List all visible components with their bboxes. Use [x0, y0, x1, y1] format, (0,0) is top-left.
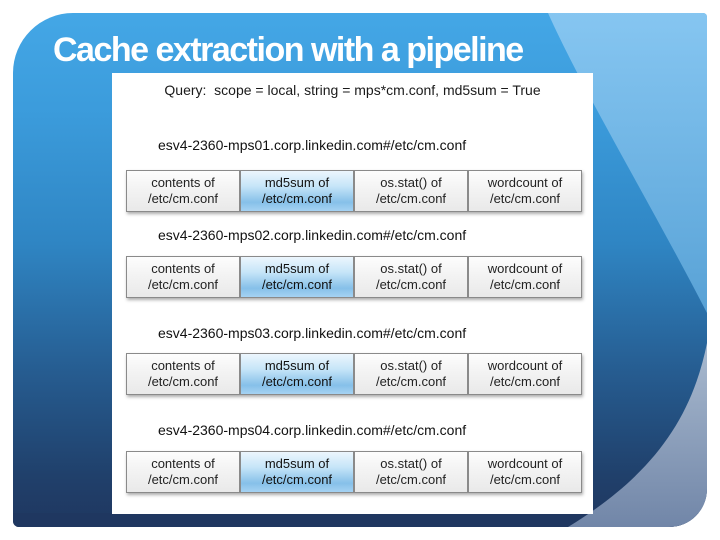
task-box-osstat: os.stat() of /etc/cm.conf [354, 256, 468, 298]
task-box-wordcount: wordcount of /etc/cm.conf [468, 353, 582, 395]
task-line2: /etc/cm.conf [147, 277, 219, 292]
task-line1: os.stat() of [380, 358, 442, 373]
task-line1: contents of [151, 456, 215, 471]
task-line1: os.stat() of [380, 175, 442, 190]
task-box-osstat: os.stat() of /etc/cm.conf [354, 353, 468, 395]
task-line2: /etc/cm.conf [375, 277, 447, 292]
task-line2: /etc/cm.conf [375, 374, 447, 389]
task-box-contents: contents of /etc/cm.conf [126, 451, 240, 493]
task-line2: /etc/cm.conf [147, 191, 219, 206]
task-line1: md5sum of [264, 358, 330, 373]
host-label-mps03: esv4-2360-mps03.corp.linkedin.com#/etc/c… [158, 325, 467, 341]
task-strip-mps01: contents of /etc/cm.conf md5sum of /etc/… [126, 170, 582, 212]
task-line1: wordcount of [487, 456, 563, 471]
task-line2: /etc/cm.conf [375, 472, 447, 487]
bottom-navy-band [13, 513, 707, 527]
slide-title: Cache extraction with a pipeline [53, 31, 524, 69]
task-box-md5sum-highlighted: md5sum of /etc/cm.conf [240, 256, 354, 298]
host-label-mps04: esv4-2360-mps04.corp.linkedin.com#/etc/c… [158, 422, 467, 438]
task-line2: /etc/cm.conf [489, 374, 561, 389]
task-strip-mps02: contents of /etc/cm.conf md5sum of /etc/… [126, 256, 582, 298]
task-line2: /etc/cm.conf [261, 191, 333, 206]
task-line1: md5sum of [264, 261, 330, 276]
task-box-md5sum-highlighted: md5sum of /etc/cm.conf [240, 353, 354, 395]
task-strip-mps03: contents of /etc/cm.conf md5sum of /etc/… [126, 353, 582, 395]
task-box-osstat: os.stat() of /etc/cm.conf [354, 170, 468, 212]
task-line1: wordcount of [487, 261, 563, 276]
task-line2: /etc/cm.conf [261, 277, 333, 292]
task-line2: /etc/cm.conf [375, 191, 447, 206]
query-text: Query: scope = local, string = mps*cm.co… [164, 82, 541, 98]
task-line1: wordcount of [487, 175, 563, 190]
host-label-mps01: esv4-2360-mps01.corp.linkedin.com#/etc/c… [158, 137, 467, 153]
task-line2: /etc/cm.conf [261, 472, 333, 487]
task-box-osstat: os.stat() of /etc/cm.conf [354, 451, 468, 493]
task-box-contents: contents of /etc/cm.conf [126, 170, 240, 212]
task-line2: /etc/cm.conf [489, 472, 561, 487]
task-line2: /etc/cm.conf [261, 374, 333, 389]
task-line2: /etc/cm.conf [489, 191, 561, 206]
task-line2: /etc/cm.conf [147, 374, 219, 389]
task-line1: wordcount of [487, 358, 563, 373]
slide-background: Cache extraction with a pipeline Query: … [13, 13, 707, 527]
task-box-contents: contents of /etc/cm.conf [126, 353, 240, 395]
task-line2: /etc/cm.conf [147, 472, 219, 487]
task-box-wordcount: wordcount of /etc/cm.conf [468, 256, 582, 298]
task-strip-mps04: contents of /etc/cm.conf md5sum of /etc/… [126, 451, 582, 493]
task-line1: md5sum of [264, 175, 330, 190]
task-box-wordcount: wordcount of /etc/cm.conf [468, 451, 582, 493]
task-line1: md5sum of [264, 456, 330, 471]
task-box-contents: contents of /etc/cm.conf [126, 256, 240, 298]
host-label-mps02: esv4-2360-mps02.corp.linkedin.com#/etc/c… [158, 227, 467, 243]
task-box-wordcount: wordcount of /etc/cm.conf [468, 170, 582, 212]
task-line2: /etc/cm.conf [489, 277, 561, 292]
task-box-md5sum-highlighted: md5sum of /etc/cm.conf [240, 170, 354, 212]
gray-corner-swoosh [568, 343, 707, 527]
task-line1: os.stat() of [380, 261, 442, 276]
task-box-md5sum-highlighted: md5sum of /etc/cm.conf [240, 451, 354, 493]
task-line1: contents of [151, 358, 215, 373]
diagram-panel: Query: scope = local, string = mps*cm.co… [112, 73, 593, 514]
task-line1: contents of [151, 175, 215, 190]
task-line1: os.stat() of [380, 456, 442, 471]
task-line1: contents of [151, 261, 215, 276]
